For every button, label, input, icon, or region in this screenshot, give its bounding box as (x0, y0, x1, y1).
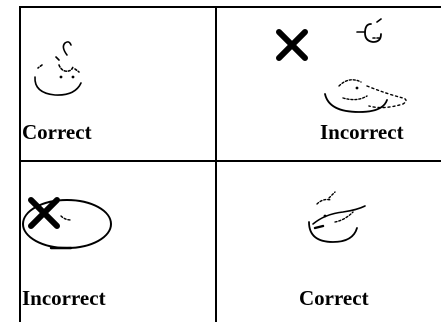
incorrect-placement-sketch-icon (217, 8, 427, 118)
cell-label: Incorrect (320, 120, 404, 145)
cell-label: Incorrect (22, 286, 106, 311)
cell-top-right: Incorrect (217, 8, 441, 160)
cell-label: Correct (22, 120, 92, 145)
correct-placement-sketch-icon (287, 170, 397, 260)
cell-top-left: Correct (21, 8, 215, 160)
cell-label: Correct (299, 286, 369, 311)
correct-placement-sketch-icon (29, 33, 109, 113)
cell-bottom-left: Incorrect (21, 162, 215, 322)
cell-bottom-right: Correct (217, 162, 441, 322)
incorrect-placement-sketch-icon (17, 182, 127, 272)
